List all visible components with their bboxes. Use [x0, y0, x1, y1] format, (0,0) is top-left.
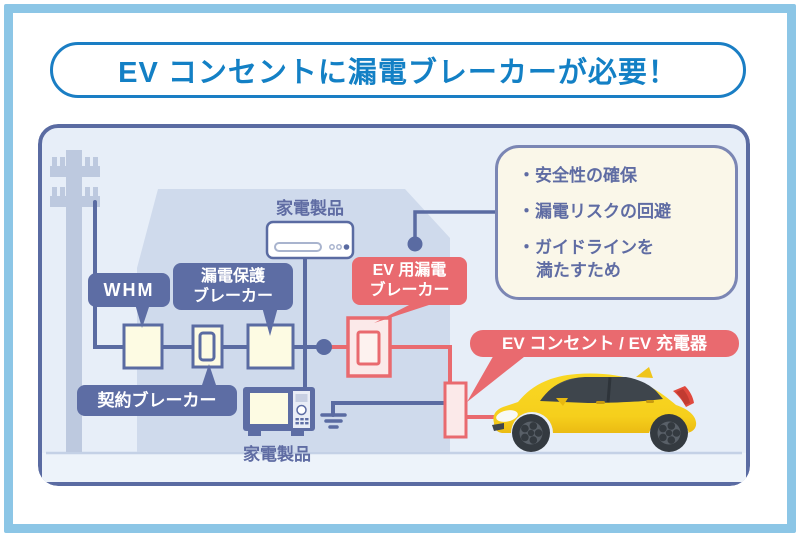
diagram-panel: 家電製品 WHM 漏電保護 ブレーカー 契約ブレーカー EV 用漏電 ブレーカー… [38, 124, 750, 486]
ev-leakage-breaker-box [346, 316, 392, 378]
whm-tag-tail [135, 304, 150, 328]
page-title: EV コンセントに漏電ブレーカーが必要！ [50, 42, 746, 98]
leakage-protection-breaker-tag: 漏電保護 ブレーカー [173, 263, 293, 310]
floor-strip [42, 453, 746, 482]
note-connector [413, 210, 495, 238]
whm-tag: WHM [88, 273, 170, 307]
contract-breaker-tag-tail [201, 364, 217, 388]
ground-symbol-icon [320, 413, 347, 429]
car-front-wheel [512, 414, 550, 452]
note-connector-dot [407, 236, 423, 252]
ev-outlet-tag: EV コンセント / EV 充電器 [470, 330, 739, 357]
ev-outlet-tag-tail [467, 353, 529, 402]
contract-breaker-text: 契約ブレーカー [97, 390, 217, 410]
leakage-protection-line1: 漏電保護 [200, 267, 265, 285]
contract-breaker-box [191, 324, 224, 369]
ev-breaker-tag-tail [374, 303, 435, 323]
ev-leakage-breaker-line1: EV 用漏電 [372, 262, 447, 279]
whm-meter-box [122, 323, 164, 370]
utility-pole [50, 150, 100, 452]
appliance-bottom-label: 家電製品 [243, 445, 311, 464]
ev-car-illustration [492, 367, 697, 452]
ac-unit-icon [265, 220, 355, 260]
junction-dot [316, 339, 332, 355]
benefit-item: ・漏電リスクの回避 [518, 201, 671, 221]
benefit-item: ・安全性の確保 [518, 166, 637, 185]
ev-leakage-breaker-tag: EV 用漏電 ブレーカー [352, 257, 467, 305]
benefits-note-box: ・安全性の確保 ・漏電リスクの回避 ・ガイドラインを 満たすため [495, 145, 738, 300]
car-rear-wheel [650, 414, 688, 452]
page-title-text: EV コンセントに漏電ブレーカーが必要！ [118, 57, 678, 89]
contract-breaker-tag: 契約ブレーカー [77, 385, 237, 416]
whm-tag-text: WHM [103, 279, 155, 300]
benefit-item: ・ガイドラインを [518, 237, 654, 257]
leakage-protection-tag-tail [262, 307, 278, 336]
ev-outlet-tag-text: EV コンセント / EV 充電器 [502, 333, 707, 353]
leakage-protection-line2: ブレーカー [192, 287, 273, 305]
leakage-protection-breaker-box [246, 323, 295, 370]
microwave-icon [243, 387, 315, 436]
benefit-item-continuation: 満たすため [535, 261, 621, 281]
appliance-top-label: 家電製品 [276, 199, 344, 218]
ev-leakage-breaker-line2: ブレーカー [369, 282, 450, 299]
ev-outlet-box [443, 381, 468, 439]
